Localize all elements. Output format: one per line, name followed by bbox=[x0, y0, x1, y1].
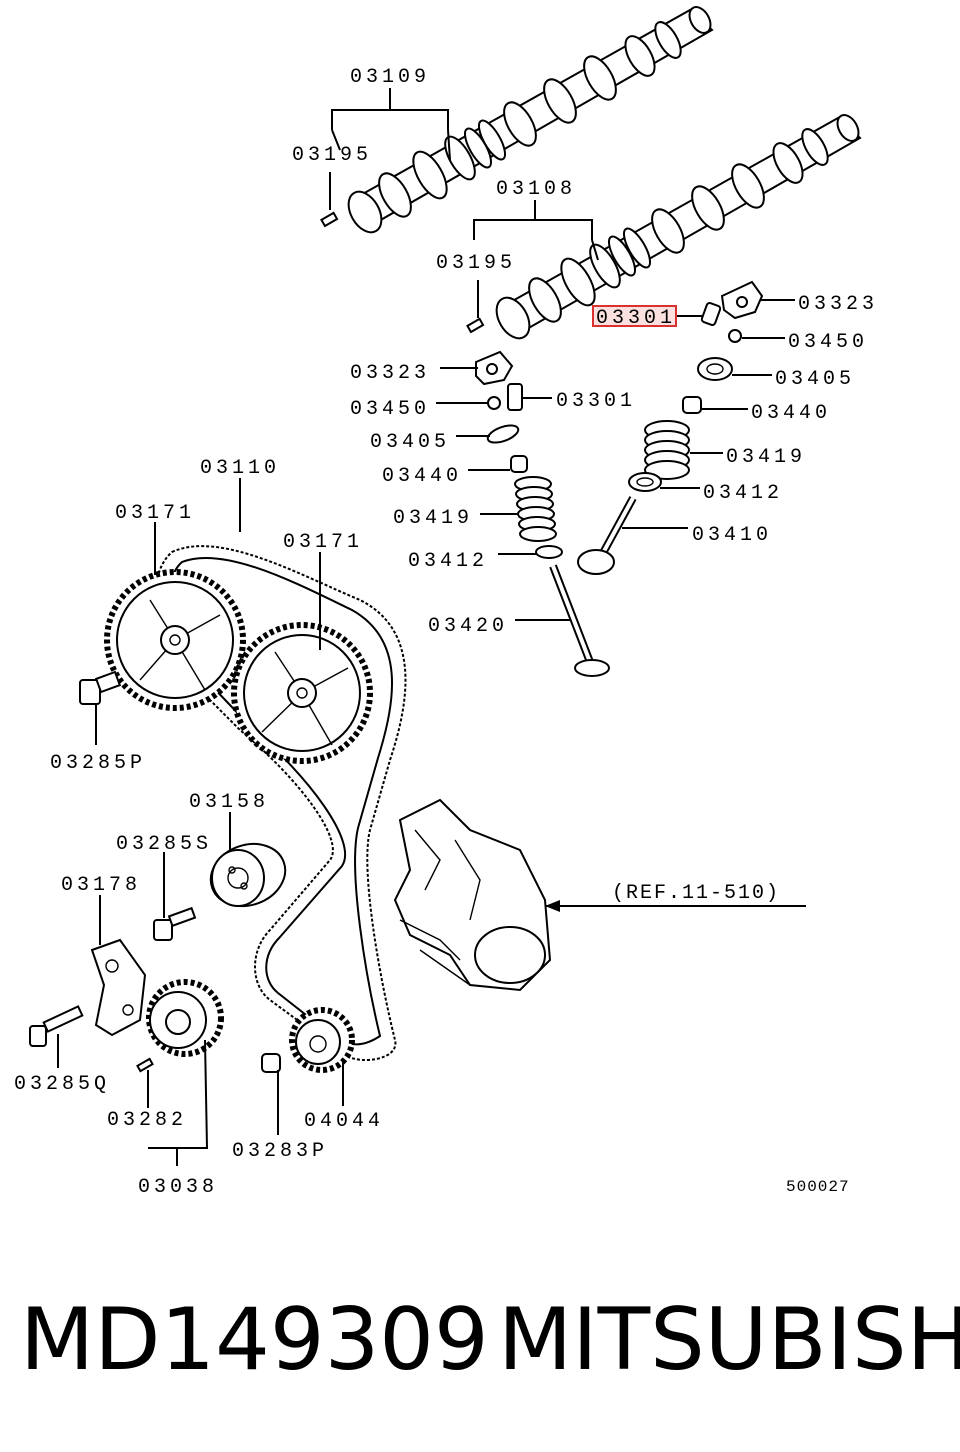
label-03109: 03109 bbox=[350, 66, 430, 89]
label-03195-upper: 03195 bbox=[292, 144, 372, 167]
label-03419-right: 03419 bbox=[726, 446, 806, 469]
valve-spring-right[interactable] bbox=[644, 420, 690, 480]
label-03412-right: 03412 bbox=[703, 482, 783, 505]
spring-seat-right[interactable] bbox=[628, 472, 662, 492]
label-03405-left: 03405 bbox=[370, 431, 450, 454]
label-03323-left: 03323 bbox=[350, 362, 430, 385]
label-03285p: 03285P bbox=[50, 752, 146, 775]
part-number-caption: MD149309 bbox=[20, 1290, 489, 1390]
label-03171-left: 03171 bbox=[115, 502, 195, 525]
label-03038: 03038 bbox=[138, 1176, 218, 1199]
label-03450-right: 03450 bbox=[788, 331, 868, 354]
idler-bolt[interactable] bbox=[153, 906, 197, 941]
camshaft-pin-2[interactable] bbox=[466, 317, 485, 334]
label-03171-right: 03171 bbox=[283, 531, 363, 554]
spring-retainer-left[interactable] bbox=[486, 422, 521, 446]
label-03405-right: 03405 bbox=[775, 368, 855, 391]
label-03412-left: 03412 bbox=[408, 550, 488, 573]
label-03195-lower: 03195 bbox=[436, 252, 516, 275]
label-03419-left: 03419 bbox=[393, 507, 473, 530]
label-03450-left: 03450 bbox=[350, 398, 430, 421]
caption-bar: MD149309 MITSUBISHI bbox=[0, 1290, 960, 1390]
balance-shaft-assembly bbox=[393, 798, 552, 992]
label-03158: 03158 bbox=[189, 791, 269, 814]
tensioner-arm[interactable] bbox=[90, 938, 147, 1037]
valve-stem-seal-right[interactable] bbox=[682, 396, 702, 414]
oil-pump-sprocket[interactable] bbox=[289, 1007, 355, 1073]
camshaft-pin-1[interactable] bbox=[320, 211, 339, 228]
label-03410: 03410 bbox=[692, 524, 772, 547]
label-03420: 03420 bbox=[428, 615, 508, 638]
label-03301-left: 03301 bbox=[556, 390, 636, 413]
spring-seat-left[interactable] bbox=[535, 545, 563, 559]
label-03285q: 03285Q bbox=[14, 1073, 110, 1096]
tensioner-pulley[interactable] bbox=[202, 834, 294, 916]
label-03110: 03110 bbox=[200, 457, 280, 480]
camshaft-intake[interactable] bbox=[342, 3, 715, 238]
rocker-arm-left[interactable] bbox=[475, 350, 514, 386]
valve-spring-left[interactable] bbox=[514, 476, 557, 542]
spring-retainer-right[interactable] bbox=[697, 357, 733, 381]
camshaft-sprocket-2[interactable] bbox=[231, 622, 373, 764]
label-03282: 03282 bbox=[107, 1109, 187, 1132]
camshaft-sprocket-1[interactable] bbox=[104, 569, 246, 711]
brand-caption: MITSUBISHI bbox=[498, 1290, 960, 1390]
highlight-box-03301 bbox=[592, 305, 677, 327]
diagram-code: 500027 bbox=[786, 1178, 850, 1196]
exhaust-valve[interactable] bbox=[577, 496, 637, 575]
camshaft-exhaust[interactable] bbox=[490, 111, 863, 344]
label-04044: 04044 bbox=[304, 1110, 384, 1133]
crankshaft-key[interactable] bbox=[136, 1057, 154, 1073]
intake-valve[interactable] bbox=[549, 564, 610, 677]
exploded-parts-diagram: 03109 03195 03108 03195 03301 03323 0345… bbox=[14, 3, 878, 1199]
tensioner-bolt[interactable] bbox=[29, 1005, 84, 1047]
label-03323-right: 03323 bbox=[798, 293, 878, 316]
label-03285s: 03285S bbox=[116, 833, 212, 856]
valve-stem-seal-left[interactable] bbox=[510, 455, 528, 473]
rocker-arm-right[interactable] bbox=[720, 280, 764, 320]
adjusting-screw-right[interactable] bbox=[728, 329, 742, 343]
lash-adjuster-right[interactable] bbox=[700, 302, 722, 326]
leader-lines bbox=[57, 88, 806, 1166]
label-03178: 03178 bbox=[61, 874, 141, 897]
label-03440-left: 03440 bbox=[382, 465, 462, 488]
label-reference: (REF.11-510) bbox=[612, 882, 780, 905]
sprocket-bolt[interactable] bbox=[79, 670, 122, 705]
lash-adjuster-left[interactable] bbox=[507, 383, 523, 411]
label-03301-highlighted[interactable]: 03301 bbox=[596, 307, 676, 330]
adjusting-screw-left[interactable] bbox=[487, 396, 501, 410]
label-03440-right: 03440 bbox=[751, 402, 831, 425]
label-03108: 03108 bbox=[496, 178, 576, 201]
label-03283p: 03283P bbox=[232, 1140, 328, 1163]
sprocket-nut[interactable] bbox=[261, 1053, 281, 1073]
crankshaft-sprocket[interactable] bbox=[146, 979, 224, 1057]
